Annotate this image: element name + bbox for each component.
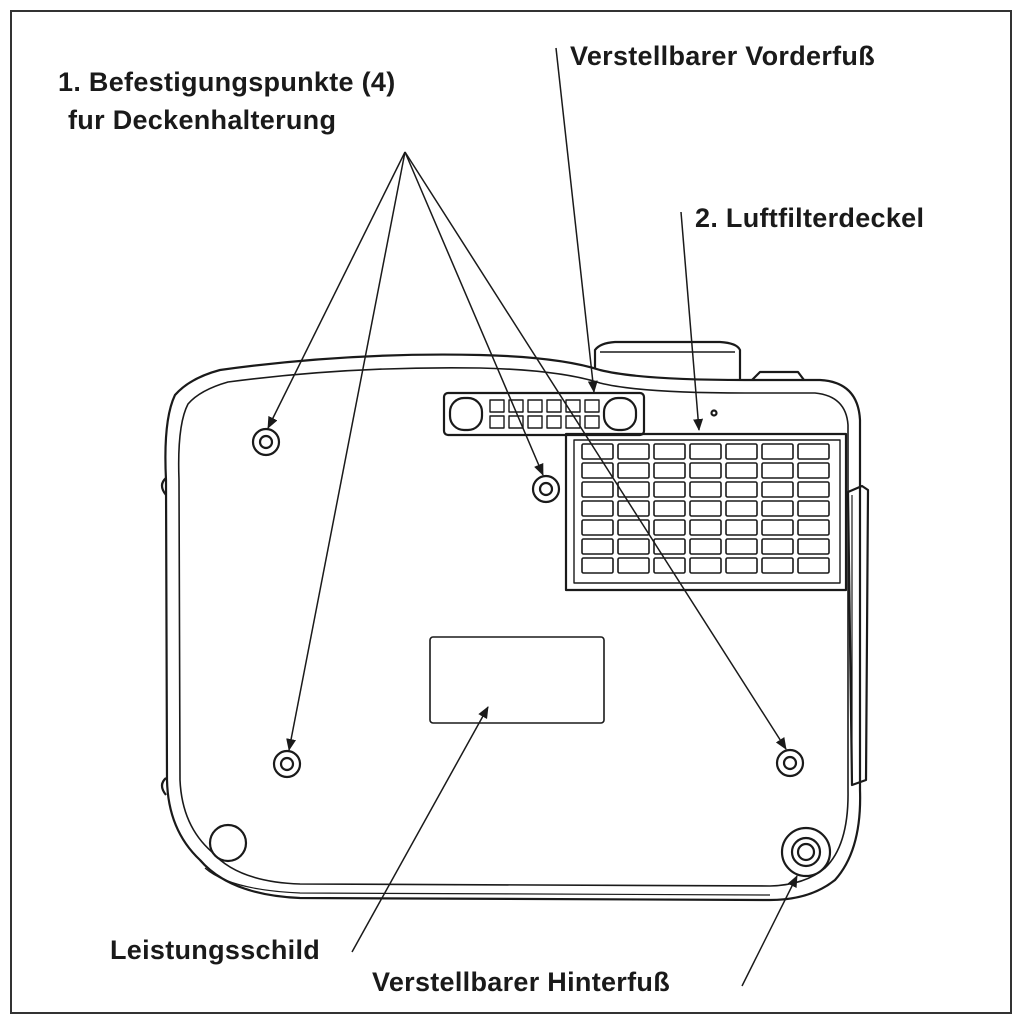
- filter-slot: [689, 519, 722, 536]
- filter-slot: [653, 519, 686, 536]
- filter-slot: [617, 462, 650, 479]
- top-vent-block: [442, 391, 646, 437]
- side-grip: [846, 484, 870, 787]
- projector-body-inner: [177, 366, 849, 887]
- filter-slot: [725, 538, 758, 555]
- filter-slot: [725, 519, 758, 536]
- foot-left: [208, 823, 248, 863]
- filter-slot: [761, 462, 794, 479]
- label-rating-plate: Leistungsschild: [110, 935, 321, 965]
- leader-lines: [267, 47, 798, 987]
- filter-slot: [761, 443, 794, 460]
- filter-slot: [617, 481, 650, 498]
- air-filter-cover: [564, 432, 848, 592]
- filter-slot: [617, 519, 650, 536]
- filter-slot: [653, 443, 686, 460]
- filter-slot: [653, 462, 686, 479]
- filter-slot: [581, 481, 614, 498]
- filter-slot: [761, 557, 794, 574]
- filter-slot: [761, 519, 794, 536]
- filter-slot: [581, 557, 614, 574]
- filter-slot: [797, 462, 830, 479]
- rating-plate: [429, 636, 605, 724]
- filter-slot: [689, 538, 722, 555]
- projector-body-outer: [164, 353, 862, 902]
- filter-slot: [797, 519, 830, 536]
- filter-slot: [689, 481, 722, 498]
- filter-slot: [797, 500, 830, 517]
- filter-slot: [653, 481, 686, 498]
- filter-slot: [617, 443, 650, 460]
- adjustable-rear-foot: [780, 826, 832, 878]
- filter-slot: [725, 500, 758, 517]
- filter-slot: [689, 462, 722, 479]
- filter-slot: [725, 462, 758, 479]
- label-mount-points-line2: fur Deckenhalterung: [68, 105, 337, 135]
- filter-slot: [581, 519, 614, 536]
- filter-slot: [725, 557, 758, 574]
- label-rear-foot: Verstellbarer Hinterfuß: [372, 967, 670, 997]
- mounting-points: [251, 427, 805, 779]
- filter-slot: [725, 481, 758, 498]
- filter-slot: [797, 538, 830, 555]
- filter-slot: [581, 443, 614, 460]
- filter-slot: [689, 443, 722, 460]
- filter-slot: [581, 500, 614, 517]
- filter-slot: [689, 500, 722, 517]
- label-air-filter: 2. Luftfilterdeckel: [695, 203, 925, 233]
- filter-slot: [761, 500, 794, 517]
- label-mount-points-line1: 1. Befestigungspunkte (4): [58, 67, 396, 97]
- filter-slot: [689, 557, 722, 574]
- air-filter-grid: [581, 443, 830, 574]
- label-front-foot: Verstellbarer Vorderfuß: [570, 41, 876, 71]
- filter-slot: [617, 557, 650, 574]
- filter-slot: [797, 443, 830, 460]
- filter-slot: [725, 443, 758, 460]
- filter-slot: [617, 500, 650, 517]
- filter-slot: [761, 538, 794, 555]
- filter-slot: [761, 481, 794, 498]
- filter-slot: [617, 538, 650, 555]
- filter-slot: [653, 500, 686, 517]
- filter-slot: [653, 557, 686, 574]
- filter-slot: [581, 462, 614, 479]
- filter-slot: [797, 481, 830, 498]
- filter-slot: [797, 557, 830, 574]
- filter-slot: [653, 538, 686, 555]
- lens-housing: [593, 340, 742, 380]
- filter-slot: [581, 538, 614, 555]
